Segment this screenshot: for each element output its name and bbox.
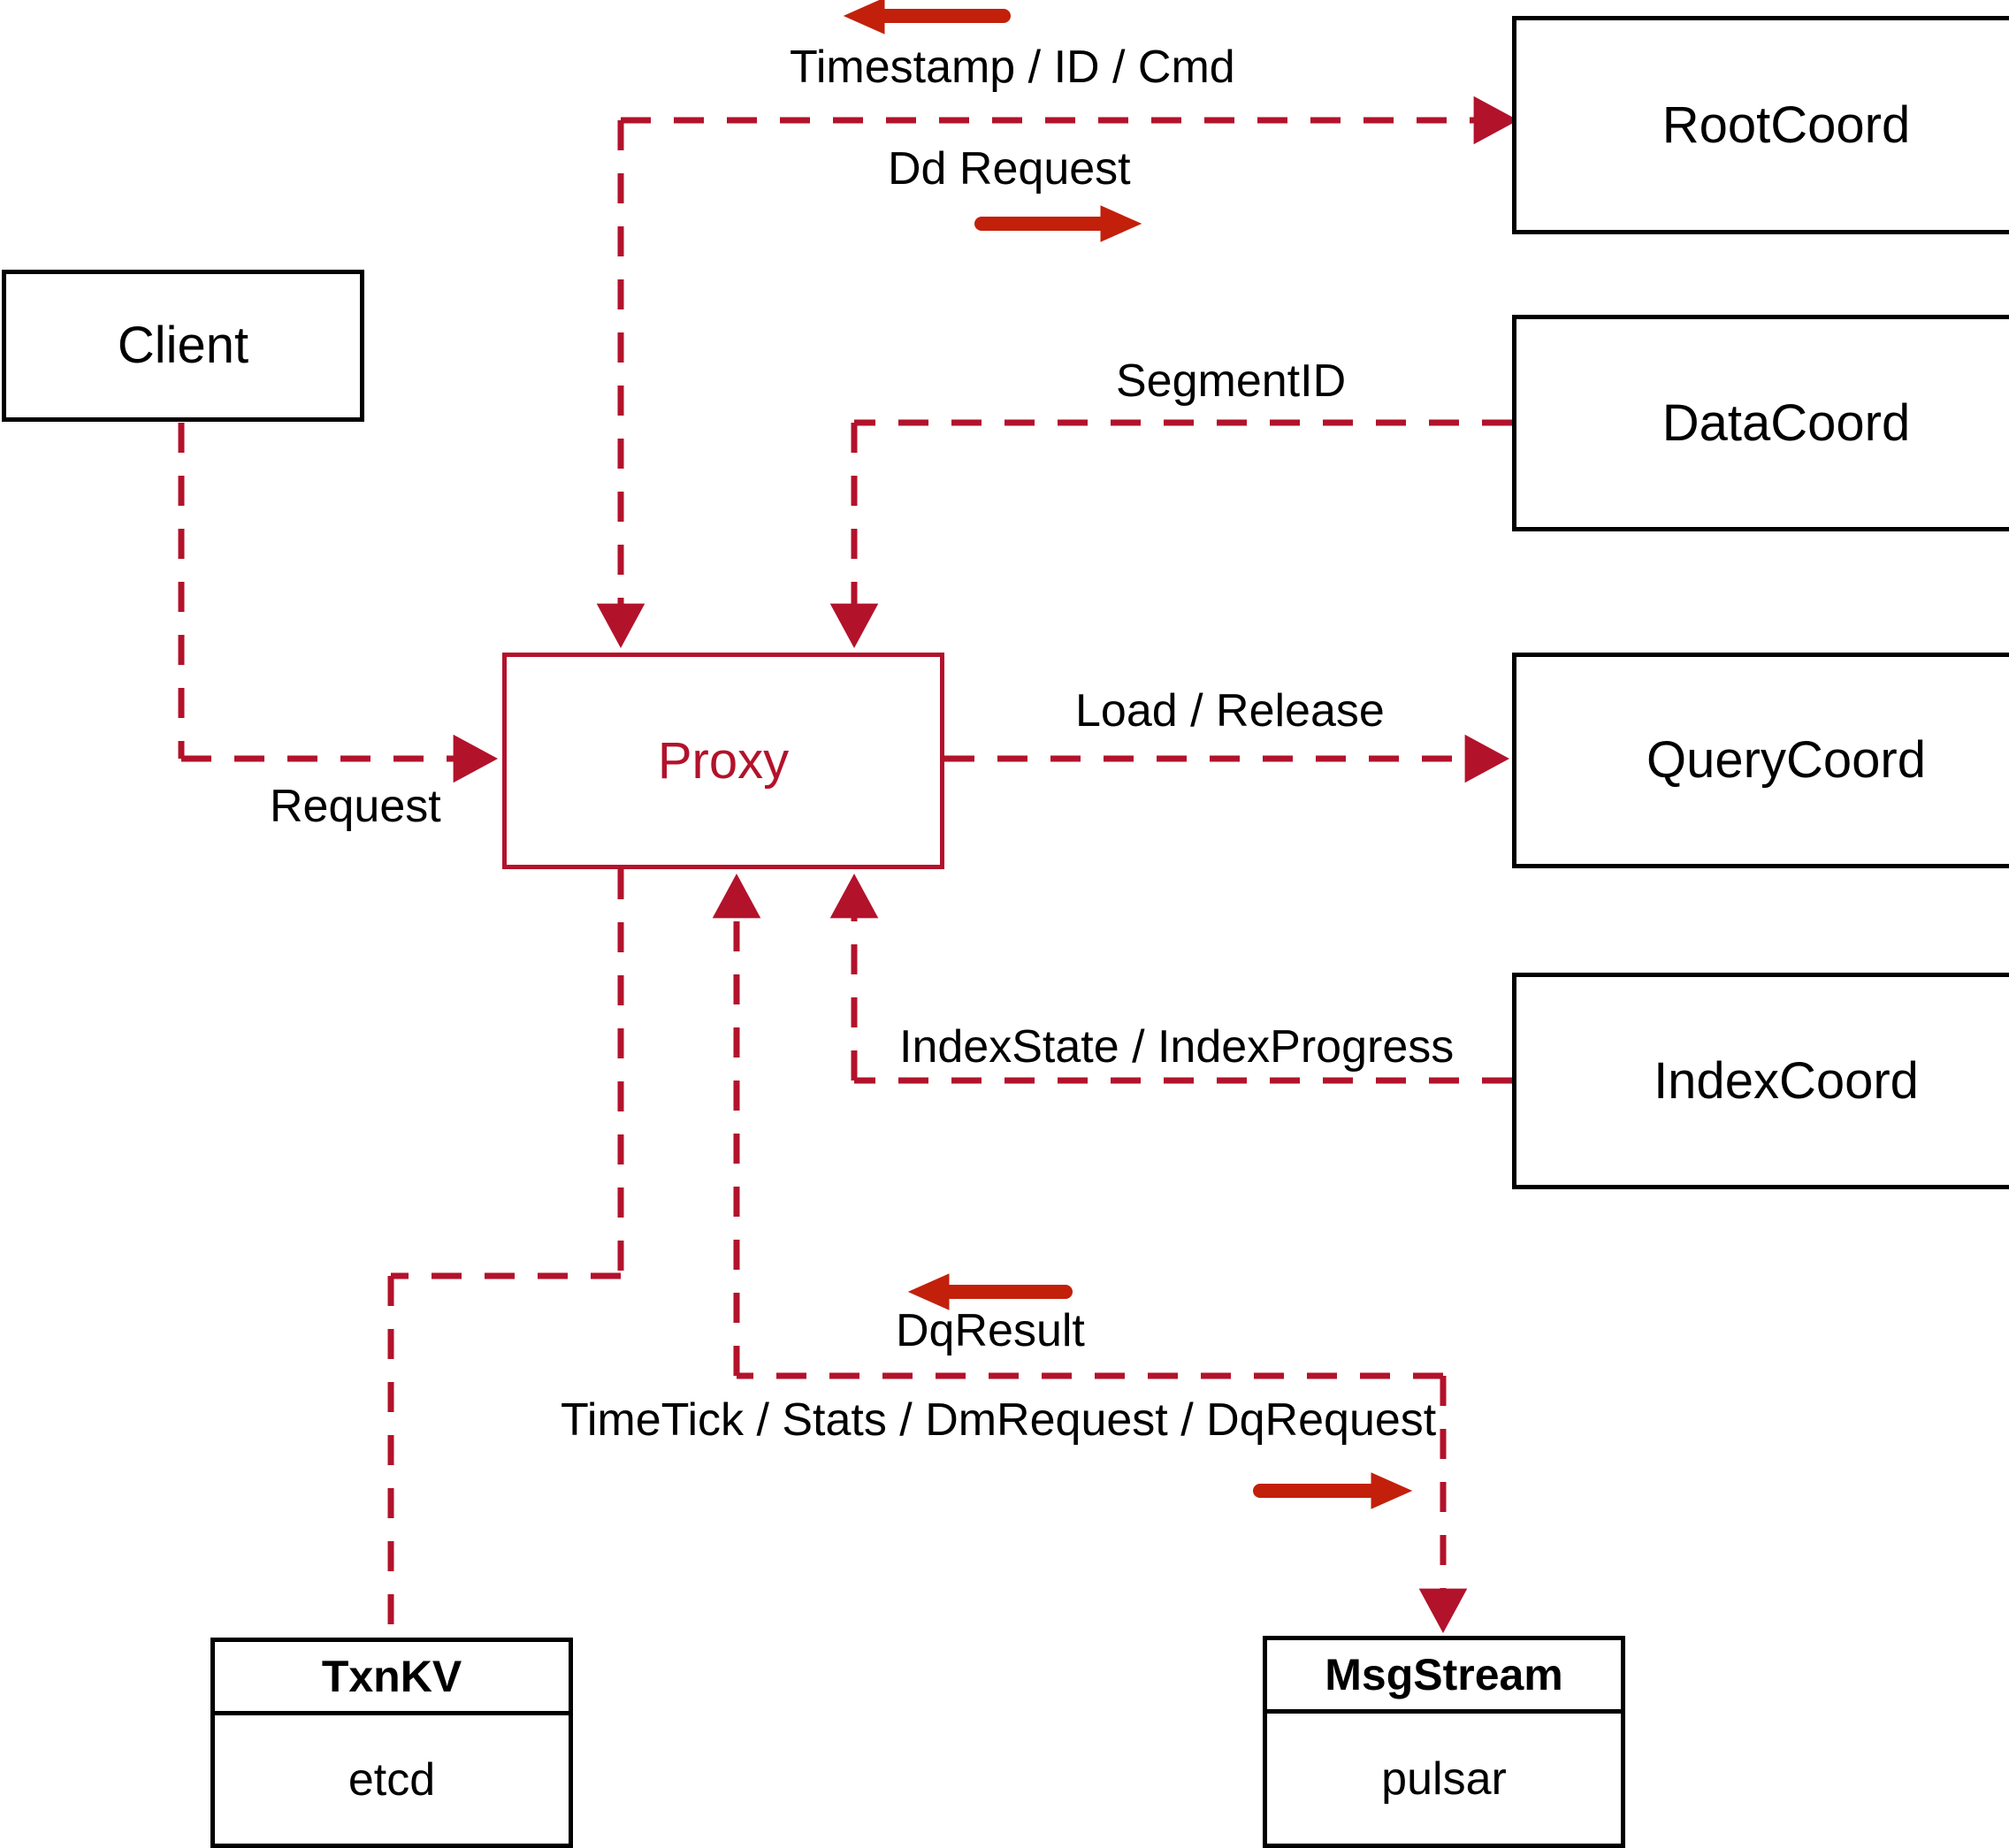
edge-label-segment-id: SegmentID xyxy=(1116,355,1347,407)
node-rootcoord-label: RootCoord xyxy=(1661,95,1911,154)
edge-label-dq-result: DqResult xyxy=(896,1305,1085,1356)
node-rootcoord[interactable]: RootCoord xyxy=(1512,16,2009,234)
direction-arrow-timestamp xyxy=(843,0,1011,34)
node-client[interactable]: Client xyxy=(2,270,364,422)
node-querycoord[interactable]: QueryCoord xyxy=(1512,653,2009,868)
node-indexcoord-label: IndexCoord xyxy=(1654,1051,1919,1110)
node-msgstream-header: MsgStream xyxy=(1267,1640,1621,1714)
node-txnkv-header: TxnKV xyxy=(215,1642,569,1715)
node-txnkv-body: etcd xyxy=(348,1753,436,1806)
node-indexcoord[interactable]: IndexCoord xyxy=(1512,973,2009,1189)
node-msgstream[interactable]: MsgStream pulsar xyxy=(1263,1636,1625,1848)
node-datacoord[interactable]: DataCoord xyxy=(1512,315,2009,531)
edge-label-timetick-stats: TimeTick / Stats / DmRequest / DqRequest xyxy=(561,1394,1437,1446)
node-msgstream-body: pulsar xyxy=(1381,1753,1507,1805)
node-querycoord-label: QueryCoord xyxy=(1646,731,1926,789)
direction-arrow-timetick xyxy=(1253,1472,1413,1509)
edge-label-load-release: Load / Release xyxy=(1075,685,1385,737)
direction-arrow-dd-request xyxy=(974,205,1142,242)
node-proxy[interactable]: Proxy xyxy=(502,653,944,869)
direction-arrow-dqresult xyxy=(907,1273,1073,1310)
edge-label-timestamp-id-cmd: Timestamp / ID / Cmd xyxy=(790,42,1235,93)
edge-label-dd-request: Dd Request xyxy=(888,143,1131,195)
node-proxy-label: Proxy xyxy=(657,731,790,790)
node-client-label: Client xyxy=(117,317,249,374)
edge-label-index-state-progress: IndexState / IndexProgress xyxy=(899,1021,1455,1073)
node-datacoord-label: DataCoord xyxy=(1661,393,1911,452)
node-txnkv[interactable]: TxnKV etcd xyxy=(210,1638,573,1848)
edge-label-request: Request xyxy=(270,781,441,832)
